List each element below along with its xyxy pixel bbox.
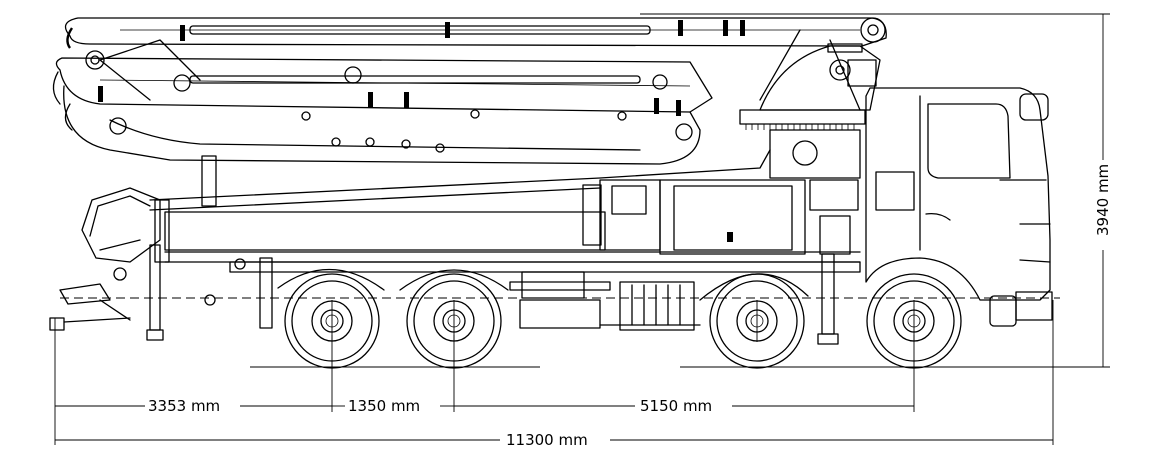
boom (52, 17, 887, 165)
dim-front-overhang: 3353 mm (148, 397, 220, 415)
dim-wheelbase: 5150 mm (640, 397, 712, 415)
turret (739, 43, 881, 179)
dimension-lines (54, 13, 1110, 445)
cab (865, 87, 1053, 327)
dim-overall-length: 11300 mm (506, 431, 588, 449)
dim-overall-height: 3940 mm (1094, 164, 1112, 236)
dim-axle-spacing: 1350 mm (348, 397, 420, 415)
axle-centres (331, 300, 915, 342)
pump-body (49, 149, 861, 345)
